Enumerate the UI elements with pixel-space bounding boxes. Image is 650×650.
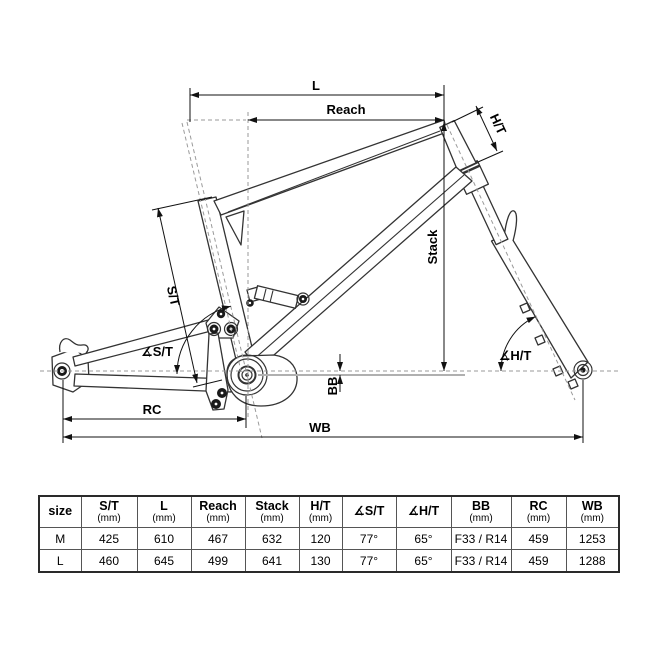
dim-label-bb: BB (325, 377, 340, 396)
front-triangle (197, 119, 477, 407)
geometry-table: size S/T(mm) L(mm) Reach(mm) Stack(mm) H… (38, 495, 620, 573)
table-row-l: L 460 645 499 641 130 77° 65° F33 / R14 … (38, 549, 620, 573)
table-cell: 499 (190, 549, 246, 573)
column-header-size: size (38, 495, 82, 528)
table-cell: 65° (395, 527, 452, 550)
table-cell: 459 (510, 549, 567, 573)
table-cell: 459 (510, 527, 567, 550)
column-header-bb: BB(mm) (450, 495, 512, 528)
table-cell: 65° (395, 549, 452, 573)
steering-axis (446, 124, 576, 401)
table-cell: 425 (80, 527, 138, 550)
column-header-l: L(mm) (136, 495, 192, 528)
shock-body (253, 285, 300, 309)
seatpost-axis (181, 122, 243, 376)
fork-arch (503, 210, 518, 242)
column-header-ht: H/T(mm) (298, 495, 343, 528)
seat-tube-axis (186, 121, 263, 439)
dimensions: L Reach H/T Stack S/T ∡S/T ∡H/T BB RC (62, 78, 584, 443)
dim-label-rc: RC (143, 402, 162, 417)
column-header-reach: Reach(mm) (190, 495, 246, 528)
column-header-st: S/T(mm) (80, 495, 138, 528)
table-cell: 130 (298, 549, 343, 573)
dim-label-reach: Reach (326, 102, 365, 117)
column-header-angle-ht: ∡H/T (395, 495, 452, 528)
table-cell: 1253 (565, 527, 620, 550)
construction-lines (40, 112, 618, 439)
table-cell: 641 (244, 549, 300, 573)
brake-tab (534, 334, 546, 346)
dim-label-l: L (312, 78, 320, 93)
brake-tab (519, 302, 531, 314)
dropout-bolt (567, 378, 579, 390)
table-cell: 460 (80, 549, 138, 573)
dim-label-st: S/T (164, 284, 183, 307)
dim-label-wb: WB (309, 420, 331, 435)
table-cell: 120 (298, 527, 343, 550)
dim-label-angle-st: ∡S/T (141, 344, 173, 359)
table-cell: 467 (190, 527, 246, 550)
table-cell: L (38, 549, 82, 573)
table-cell: F33 / R14 (450, 527, 512, 550)
table-row-m: M 425 610 467 632 120 77° 65° F33 / R14 … (38, 527, 620, 550)
gusset (225, 210, 245, 246)
table-cell: 77° (341, 549, 397, 573)
dim-label-ht: H/T (487, 111, 509, 136)
dim-label-stack: Stack (425, 229, 440, 264)
table-cell: 610 (136, 527, 192, 550)
fork (455, 159, 589, 390)
head-tube (439, 119, 477, 172)
table-cell: 77° (341, 527, 397, 550)
column-header-wb: WB(mm) (565, 495, 620, 528)
table-cell: 1288 (565, 549, 620, 573)
table-cell: F33 / R14 (450, 549, 512, 573)
column-header-rc: RC(mm) (510, 495, 567, 528)
axle-lever (58, 338, 89, 354)
column-header-angle-st: ∡S/T (341, 495, 397, 528)
table-cell: M (38, 527, 82, 550)
top-tube (213, 119, 448, 216)
column-header-stack: Stack(mm) (244, 495, 300, 528)
table-cell: 645 (136, 549, 192, 573)
header-row: size S/T(mm) L(mm) Reach(mm) Stack(mm) H… (38, 495, 620, 528)
table-cell: 632 (244, 527, 300, 550)
dim-label-angle-ht: ∡H/T (499, 348, 532, 363)
